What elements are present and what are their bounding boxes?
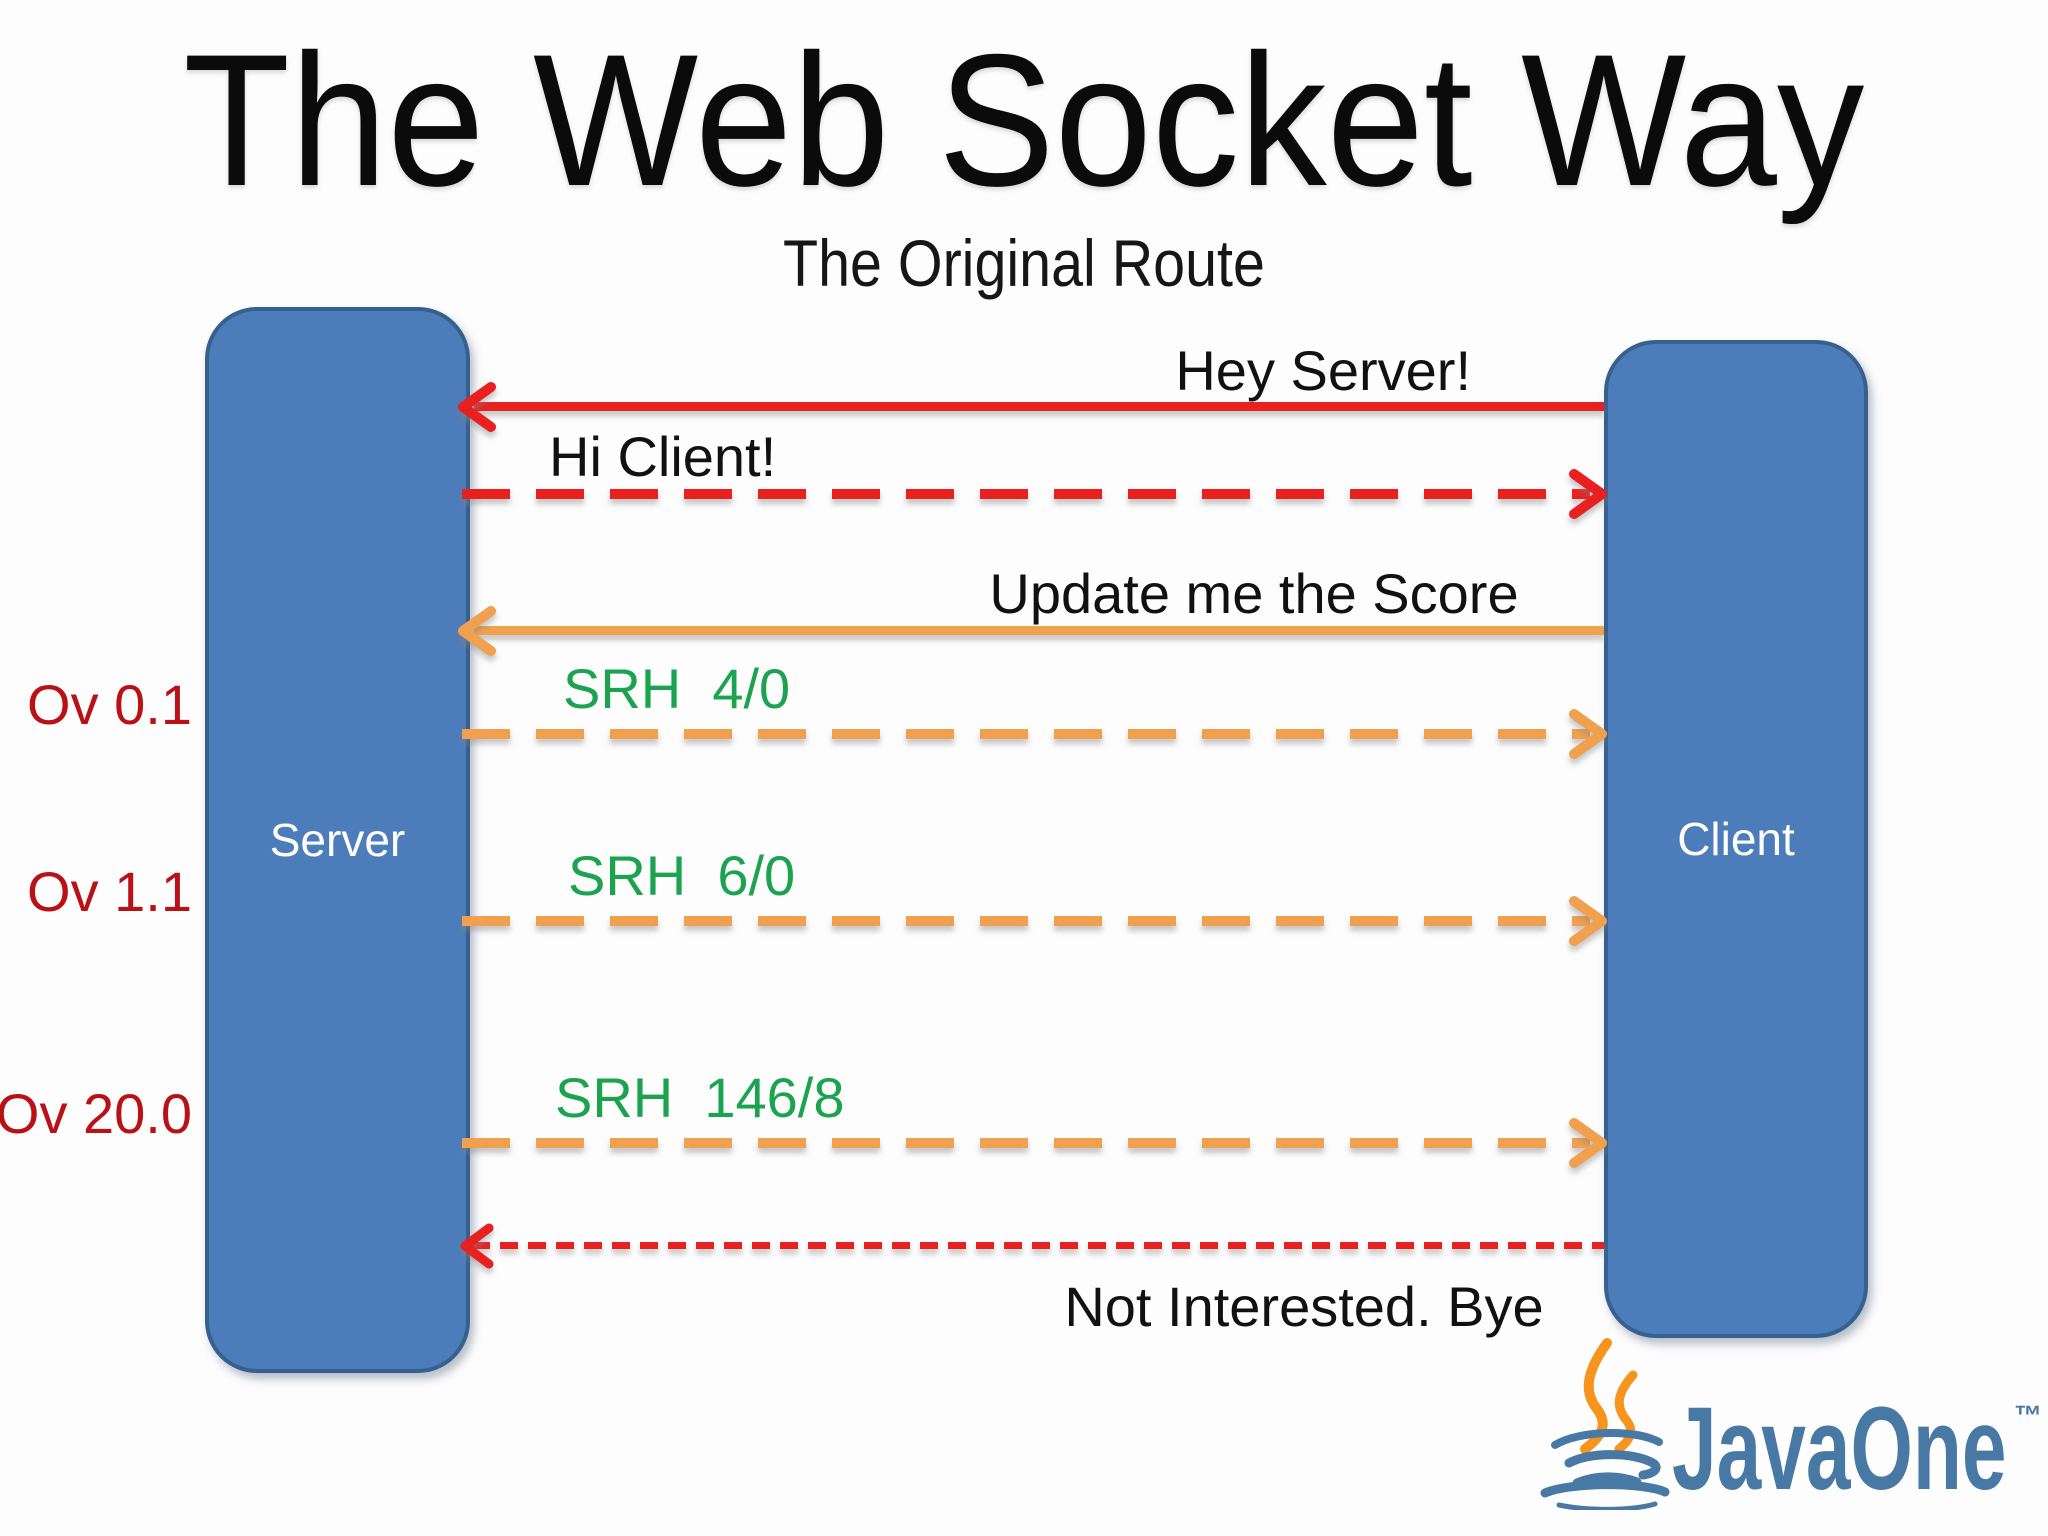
brand-wordmark: JavaOne xyxy=(1672,1383,2007,1515)
message-line-score-1 xyxy=(462,729,1590,739)
arrowhead-left-icon xyxy=(460,1223,494,1269)
message-label-hi-client: Hi Client! xyxy=(549,425,777,488)
message-line-hi-client xyxy=(462,489,1590,499)
page-title-text: The Web Socket Way xyxy=(183,15,1865,225)
message-line-hey-server xyxy=(474,402,1604,411)
arrowhead-right-icon xyxy=(1569,709,1607,759)
arrowhead-right-icon xyxy=(1569,1118,1607,1168)
actor-client-label: Client xyxy=(1677,813,1795,865)
trademark-symbol: ™ xyxy=(2014,1400,2042,1431)
actor-server-label: Server xyxy=(269,814,406,866)
message-label-update-score: Update me the Score xyxy=(989,562,1519,625)
page-subtitle: The Original Route xyxy=(0,230,2048,296)
message-label-score-2: SRH 6/0 xyxy=(568,844,796,907)
actor-client-box: Client xyxy=(1604,340,1868,1338)
message-label-score-1: SRH 4/0 xyxy=(563,657,791,720)
java-cup-icon xyxy=(1540,1338,1670,1510)
over-label-2: Ov 1.1 xyxy=(27,860,192,923)
message-line-update-score xyxy=(474,626,1604,635)
over-label-3: Ov 20.0 xyxy=(0,1082,192,1145)
arrowhead-left-icon xyxy=(458,382,496,432)
message-label-bye: Not Interested. Bye xyxy=(1064,1275,1544,1338)
over-label-1: Ov 0.1 xyxy=(27,673,192,736)
message-line-bye xyxy=(472,1242,1604,1249)
message-line-score-2 xyxy=(462,916,1590,926)
message-line-score-3 xyxy=(462,1138,1590,1148)
arrowhead-right-icon xyxy=(1569,469,1607,519)
page-title: The Web Socket Way xyxy=(0,26,2048,214)
message-label-score-3: SRH 146/8 xyxy=(555,1066,845,1129)
page-subtitle-text: The Original Route xyxy=(783,226,1265,300)
actor-server-box: Server xyxy=(205,307,470,1373)
arrowhead-right-icon xyxy=(1569,896,1607,946)
message-label-hey-server: Hey Server! xyxy=(1175,339,1471,402)
arrowhead-left-icon xyxy=(458,606,496,656)
